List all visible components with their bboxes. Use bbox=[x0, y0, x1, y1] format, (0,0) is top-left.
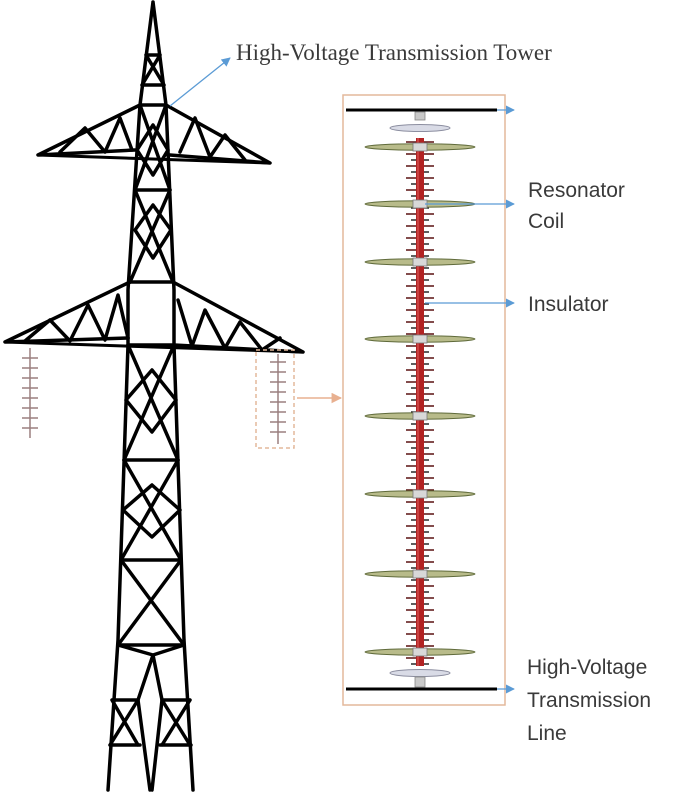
tower-insulator-left bbox=[22, 348, 38, 438]
coil-hub bbox=[412, 647, 428, 657]
coil-hub bbox=[412, 199, 428, 209]
line-label-line1: High-Voltage bbox=[527, 656, 648, 679]
line-label-line3: Line bbox=[527, 722, 567, 746]
zoom-source-box bbox=[255, 349, 295, 449]
resonator-label-line2: Coil bbox=[528, 210, 565, 234]
insulator-label: Insulator bbox=[528, 293, 609, 316]
top-fitting bbox=[389, 111, 451, 132]
tower-label-arrow bbox=[169, 57, 231, 107]
coil-hub bbox=[412, 569, 428, 579]
tower-label: High-Voltage Transmission Tower bbox=[236, 40, 552, 65]
coil-hub bbox=[412, 489, 428, 499]
line-label-line2: Transmission bbox=[527, 689, 652, 713]
transmission-line-label: High-Voltage Transmission Line bbox=[527, 655, 651, 747]
coil-hub bbox=[412, 257, 428, 267]
inset-frame bbox=[342, 94, 506, 706]
coil-hub bbox=[412, 411, 428, 421]
resonator-coils bbox=[364, 142, 476, 657]
coil-hub bbox=[412, 142, 428, 152]
resonator-coil-label: Resonator Coil bbox=[528, 178, 625, 234]
resonator-label-line1: Resonator bbox=[528, 179, 625, 202]
bottom-fitting bbox=[389, 669, 451, 688]
transmission-tower bbox=[3, 0, 305, 792]
coil-hub bbox=[412, 334, 428, 344]
tower-insulator-right bbox=[270, 354, 286, 444]
insulator-rod bbox=[416, 138, 424, 666]
